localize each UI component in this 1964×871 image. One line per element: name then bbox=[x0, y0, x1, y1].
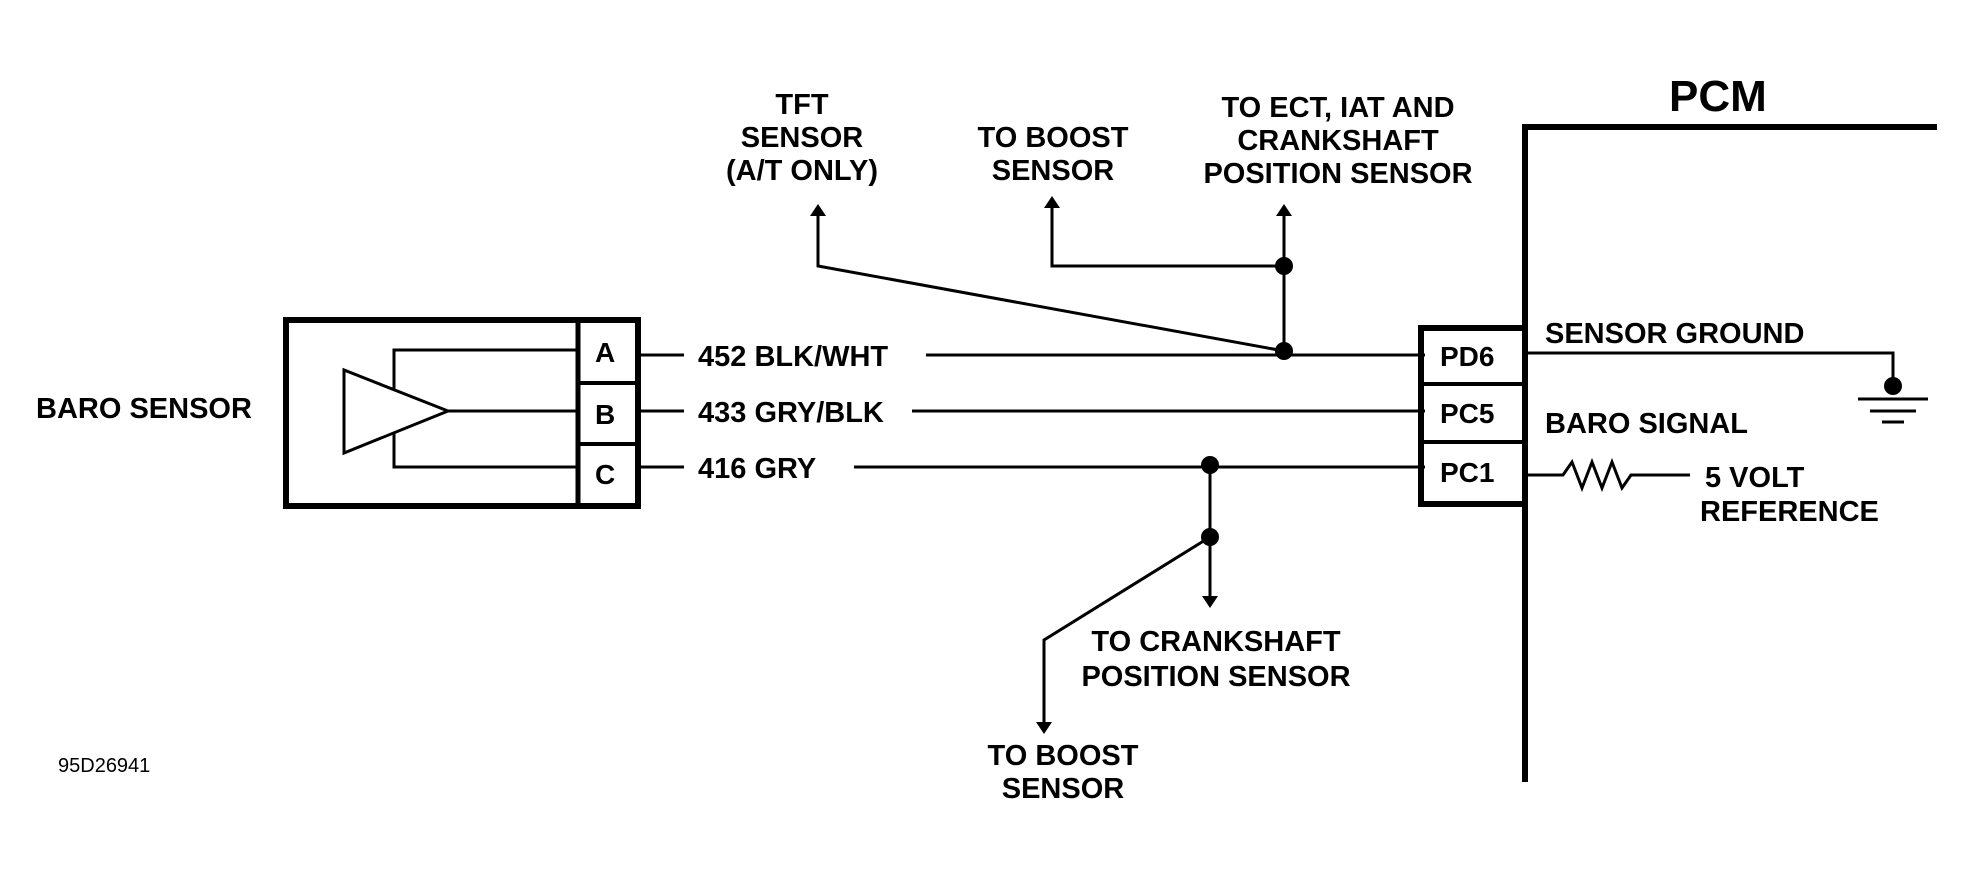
reference-label-line2: REFERENCE bbox=[1700, 496, 1879, 528]
ect-label-line3: POSITION SENSOR bbox=[1203, 158, 1472, 190]
ect-label-line2: CRANKSHAFT bbox=[1237, 125, 1439, 157]
tft-label-line2: SENSOR bbox=[741, 122, 864, 154]
sensor-pin-a: A bbox=[595, 337, 615, 368]
sensor-amplifier-symbol bbox=[342, 367, 453, 456]
branch-to-boost-bottom bbox=[1036, 535, 1211, 734]
boost-bottom-label-line2: SENSOR bbox=[1002, 773, 1125, 805]
sensor-pin-b: B bbox=[595, 399, 615, 430]
tft-label-line3: (A/T ONLY) bbox=[726, 155, 878, 187]
pcm-pin-pc1: PC1 bbox=[1440, 457, 1494, 488]
branch-to-boost-top bbox=[1044, 196, 1284, 268]
baro-signal-label: BARO SIGNAL bbox=[1545, 408, 1748, 440]
pcm-pin-pd6: PD6 bbox=[1440, 341, 1494, 372]
pcm-pin-pc5: PC5 bbox=[1440, 398, 1494, 429]
reference-label-line1: 5 VOLT bbox=[1705, 462, 1805, 494]
wire-b-label: 433 GRY/BLK bbox=[698, 397, 884, 429]
sensor-internal-wire-c bbox=[392, 433, 578, 469]
baro-sensor-label: BARO SENSOR bbox=[36, 393, 252, 425]
boost-bottom-label-line1: TO BOOST bbox=[988, 740, 1139, 772]
sensor-ground-label: SENSOR GROUND bbox=[1545, 318, 1804, 350]
ground-junction-dot bbox=[1884, 377, 1902, 395]
crankshaft-label-line1: TO CRANKSHAFT bbox=[1091, 626, 1340, 658]
wire-c-label: 416 GRY bbox=[698, 453, 816, 485]
boost-top-label-line2: SENSOR bbox=[992, 155, 1115, 187]
crankshaft-label-line2: POSITION SENSOR bbox=[1081, 661, 1350, 693]
sensor-ground-wire bbox=[1525, 351, 1895, 387]
wire-a-label: 452 BLK/WHT bbox=[698, 341, 888, 373]
pcm-connector bbox=[1418, 325, 1528, 507]
sensor-internal-wire-a bbox=[392, 348, 578, 390]
boost-top-label-line1: TO BOOST bbox=[978, 122, 1129, 154]
branch-to-tft bbox=[810, 204, 1285, 353]
reference-resistor bbox=[1525, 457, 1690, 493]
figure-id: 95D26941 bbox=[58, 755, 150, 777]
baro-sensor-box bbox=[283, 317, 641, 509]
sensor-pin-c: C bbox=[595, 459, 615, 490]
ect-label-line1: TO ECT, IAT AND bbox=[1221, 92, 1454, 124]
pcm-boundary bbox=[1522, 124, 1937, 782]
tft-label-line1: TFT bbox=[775, 89, 828, 121]
pcm-title: PCM bbox=[1669, 72, 1767, 121]
